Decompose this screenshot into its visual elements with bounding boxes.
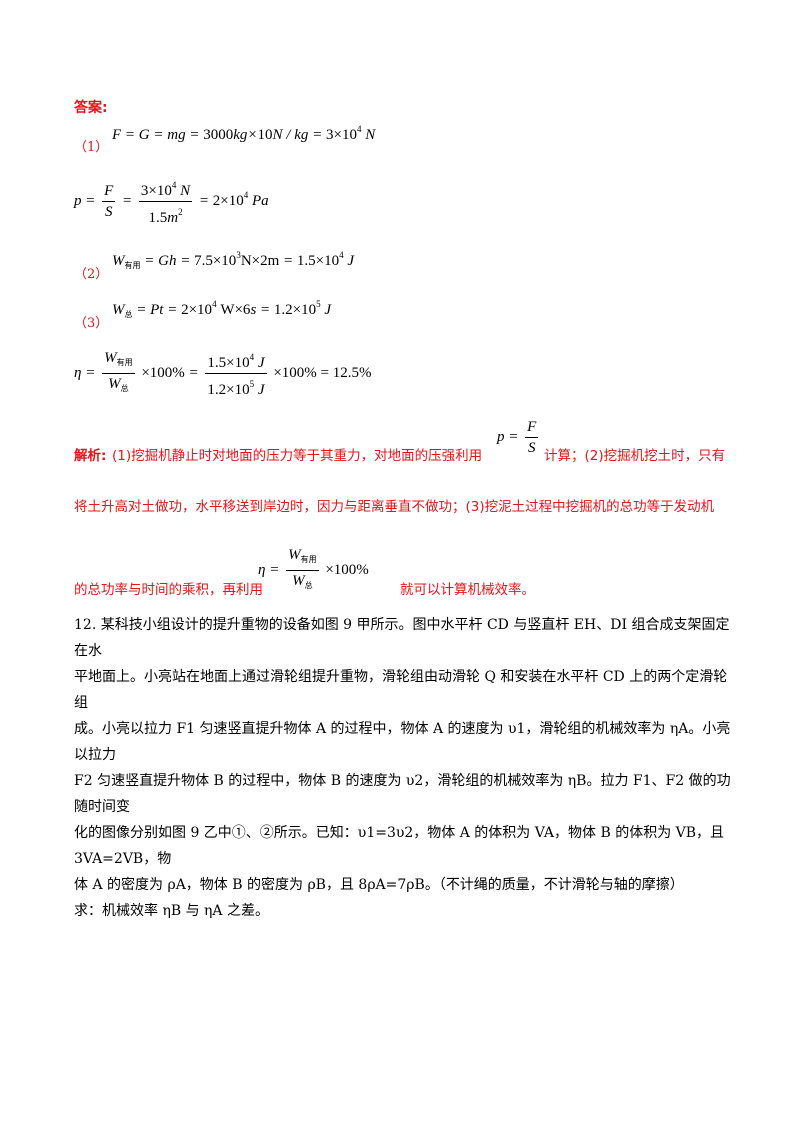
- analysis-line-1b: 计算；(2)挖掘机挖土时，只有: [544, 448, 726, 464]
- problem-line-4: F2 匀速竖直提升物体 B 的过程中，物体 B 的速度为 υ2，滑轮组的机械效率…: [74, 773, 731, 815]
- problem-12: 12. 某科技小组设计的提升重物的设备如图 9 甲所示。图中水平杆 CD 与竖直…: [74, 612, 734, 924]
- problem-line-3: 成。小亮以拉力 F1 匀速竖直提升物体 A 的过程中，物体 A 的速度为 υ1，…: [74, 721, 731, 763]
- problem-line-5: 化的图像分别如图 9 乙中①、②所示。已知：υ1=3υ2，物体 A 的体积为 V…: [74, 825, 725, 867]
- equation-useful-work: W有用 = Gh = 7.5×103N×2m = 1.5×104 J: [112, 250, 355, 270]
- equation-total-work: W总 = Pt = 2×104 W×6s = 1.2×105 J: [112, 299, 332, 319]
- label-part-3: （3）: [74, 316, 109, 331]
- label-part-2: （2）: [74, 267, 109, 282]
- analysis-prefix: 解析:: [74, 448, 107, 464]
- analysis-line-3a: 的总功率与时间的乘积，再利用: [74, 582, 263, 598]
- problem-line-7: 求：机械效率 ηB 与 ηA 之差。: [74, 903, 269, 919]
- equation-force: F = G = mg = 3000kg×10N / kg = 3×104 N: [112, 124, 376, 143]
- answer-title: 答案:: [74, 100, 108, 116]
- problem-line-2: 平地面上。小亮站在地面上通过滑轮组提升重物，滑轮组由动滑轮 Q 和安装在水平杆 …: [74, 669, 728, 711]
- problem-line-1: 12. 某科技小组设计的提升重物的设备如图 9 甲所示。图中水平杆 CD 与竖直…: [74, 617, 730, 659]
- analysis-line-1a: (1)挖掘机静止时对地面的压力等于其重力，对地面的压强利用: [112, 448, 483, 464]
- problem-line-6: 体 A 的密度为 ρA，物体 B 的密度为 ρB，且 8ρA=7ρB。（不计绳的…: [74, 877, 684, 893]
- label-part-1: （1）: [74, 140, 109, 155]
- analysis-line-2: 将土升高对土做功，水平移送到岸边时，因力与距离垂直不做功；(3)挖泥土过程中挖掘…: [74, 499, 715, 515]
- analysis-line-3b: 就可以计算机械效率。: [400, 582, 535, 598]
